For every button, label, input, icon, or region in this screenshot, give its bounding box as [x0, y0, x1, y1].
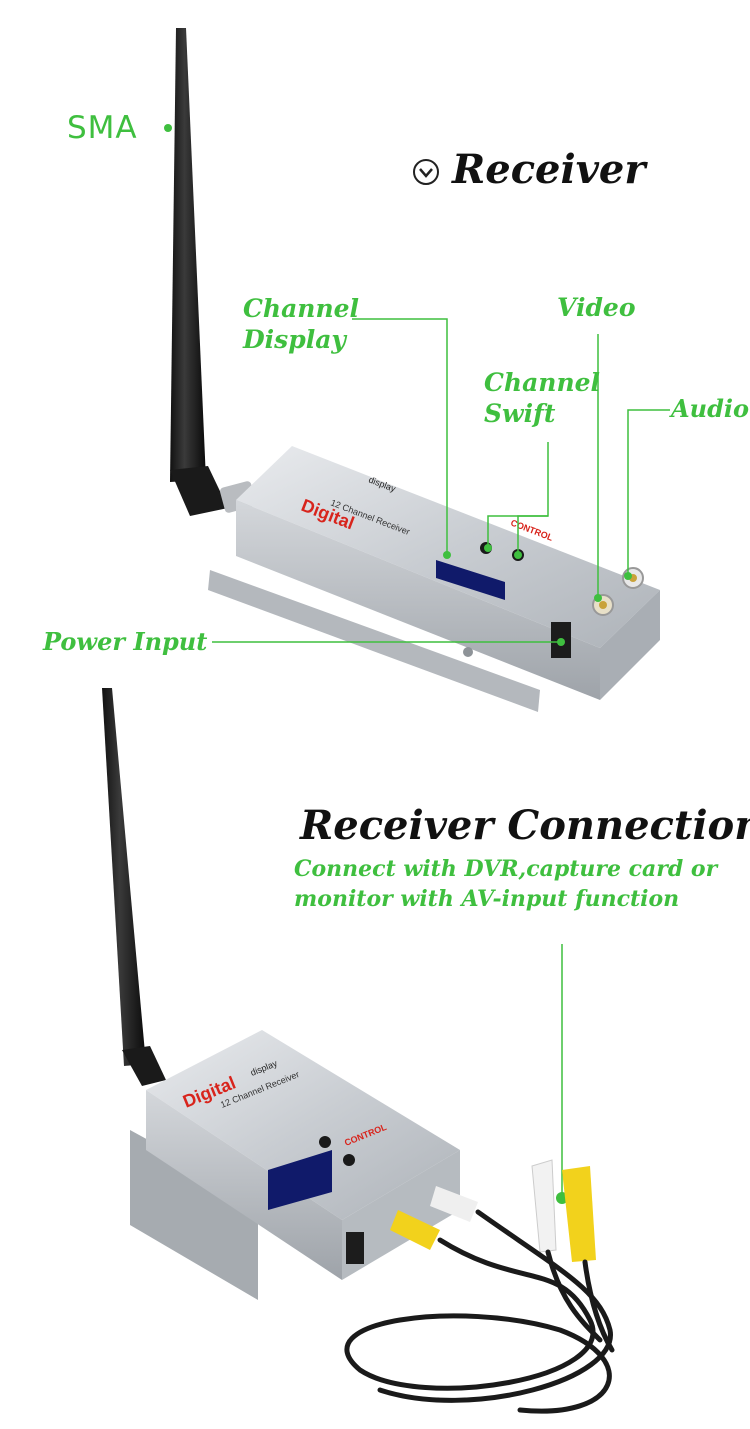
callout-lines [164, 124, 670, 1204]
channel-display-screen [436, 560, 505, 600]
channel-display-label: Channel Display [243, 293, 359, 355]
sma-label: SMA [67, 110, 138, 146]
channel-display-label-line2: Display [243, 325, 346, 354]
channel-swift-label-line2: Swift [484, 399, 556, 428]
receiver-connection-description: Connect with DVR,capture card or monitor… [294, 854, 717, 914]
channel-swift-label-line1: Channel [484, 368, 601, 397]
receiver-device-top: Digital display 12 Channel Receiver CONT… [170, 28, 660, 712]
channel-swift-label: Channel Swift [484, 367, 600, 429]
antenna-top [170, 28, 206, 482]
audio-label: Audio [671, 394, 749, 423]
video-label: Video [557, 293, 636, 322]
chevron-down-icon [413, 159, 439, 185]
power-input-label: Power Input [43, 627, 208, 656]
connection-line2: monitor with AV-input function [294, 886, 680, 912]
receiver-device-bottom: Digital display 12 Channel Receiver CONT… [102, 688, 596, 1300]
receiver-title: Receiver [452, 146, 646, 193]
av-cable [344, 1209, 615, 1414]
antenna-bottom [102, 688, 146, 1066]
channel-display-screen-bottom [268, 1150, 332, 1210]
channel-display-label-line1: Channel [243, 294, 360, 323]
receiver-connection-title: Receiver Connection [300, 802, 750, 849]
connection-line1: Connect with DVR,capture card or [294, 856, 718, 882]
